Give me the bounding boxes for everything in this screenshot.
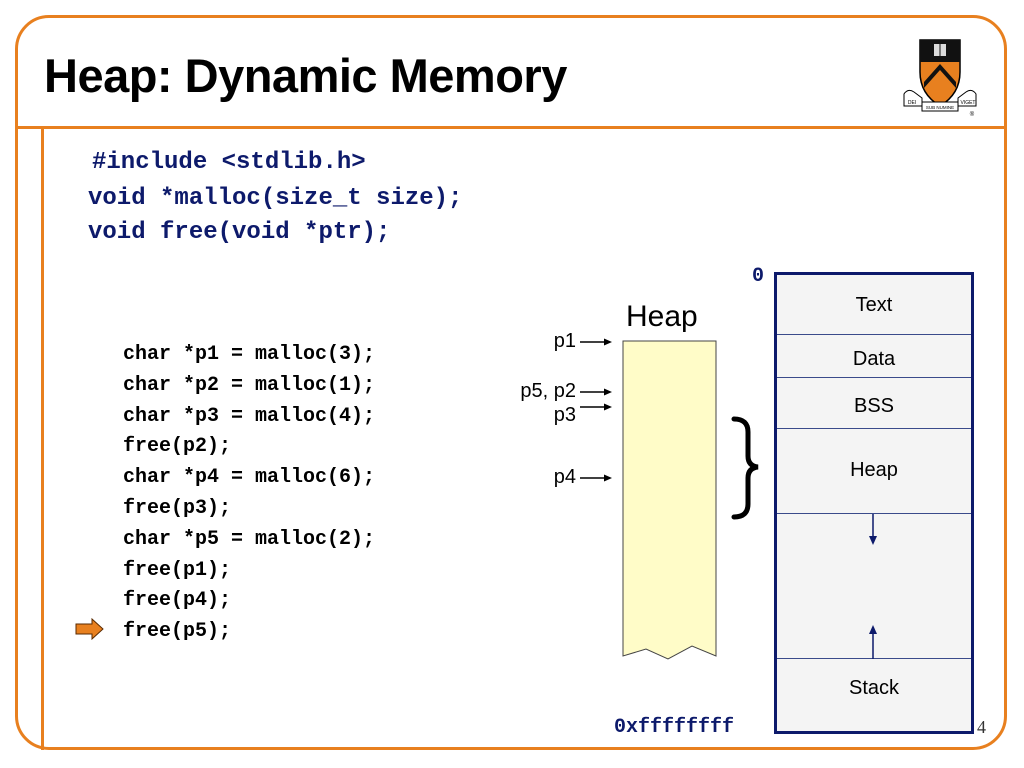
segment-data: Data xyxy=(777,335,971,378)
segment-label: Data xyxy=(852,348,896,370)
arrow-p4-icon xyxy=(580,474,612,482)
princeton-shield-logo: DEI SUB NUMINE VIGET ® xyxy=(903,39,977,117)
code-line: char *p1 = malloc(3); xyxy=(123,343,376,366)
code-line: free(p3); xyxy=(123,496,232,520)
pointer-label-p1: p1 xyxy=(553,330,576,352)
title-divider xyxy=(15,126,1007,129)
segment-label: Text xyxy=(855,294,893,316)
arrow-p1-icon xyxy=(580,338,612,346)
free-prototype: void free(void *ptr); xyxy=(88,219,391,246)
motto-right: VIGET xyxy=(960,100,975,106)
slide-frame xyxy=(15,15,1007,750)
arrow-p5-p2-icon xyxy=(580,388,612,396)
segment-label: Heap xyxy=(850,459,898,481)
slide-title: Heap: Dynamic Memory xyxy=(44,49,567,102)
segment-bss: BSS xyxy=(777,378,971,429)
page-number: 4 xyxy=(977,717,986,737)
code-line: char *p4 = malloc(6); xyxy=(123,466,376,490)
end-address-label: 0xffffffff xyxy=(614,716,735,739)
arrow-p3-icon xyxy=(580,403,612,411)
segment-heap: Heap xyxy=(777,429,971,514)
start-address-label: 0 xyxy=(752,265,765,288)
registered-mark: ® xyxy=(970,111,975,117)
pointer-label-p5-p2: p5, p2 xyxy=(520,380,576,402)
pointer-label-p4: p4 xyxy=(553,466,576,488)
include-line: #include <stdlib.h> xyxy=(92,149,366,176)
malloc-prototype: void *malloc(size_t size); xyxy=(88,185,463,212)
segment-label: BSS xyxy=(853,395,895,417)
code-line: free(p2); xyxy=(123,435,232,459)
stack-grows-up-arrow-icon xyxy=(869,625,877,659)
current-line-arrow-icon xyxy=(75,618,104,640)
heap-grows-down-arrow-icon xyxy=(869,514,877,545)
motto-left: DEI xyxy=(908,100,916,106)
code-line: free(p1); xyxy=(123,558,232,582)
segment-text: Text xyxy=(777,275,971,335)
segment-stack: Stack xyxy=(777,659,971,731)
heap-diagram-label: Heap xyxy=(626,300,698,333)
code-line: char *p3 = malloc(4); xyxy=(123,404,376,428)
left-margin-rule xyxy=(41,126,44,750)
code-line: char *p5 = malloc(2); xyxy=(123,527,376,551)
code-line: free(p4); xyxy=(123,589,232,613)
segment-free-space xyxy=(777,514,971,659)
program-code: char *p1 = malloc(3); char *p2 = malloc(… xyxy=(123,340,375,648)
curly-brace-icon xyxy=(731,416,759,520)
heap-block xyxy=(622,340,717,660)
motto-center: SUB NUMINE xyxy=(926,105,954,110)
code-line-current: free(p5); xyxy=(123,620,232,644)
memory-layout: Text Data BSS Heap Stack xyxy=(774,272,974,734)
segment-label: Stack xyxy=(848,677,900,699)
pointer-label-p3: p3 xyxy=(553,404,576,426)
code-line: char *p2 = malloc(1); xyxy=(123,373,376,397)
